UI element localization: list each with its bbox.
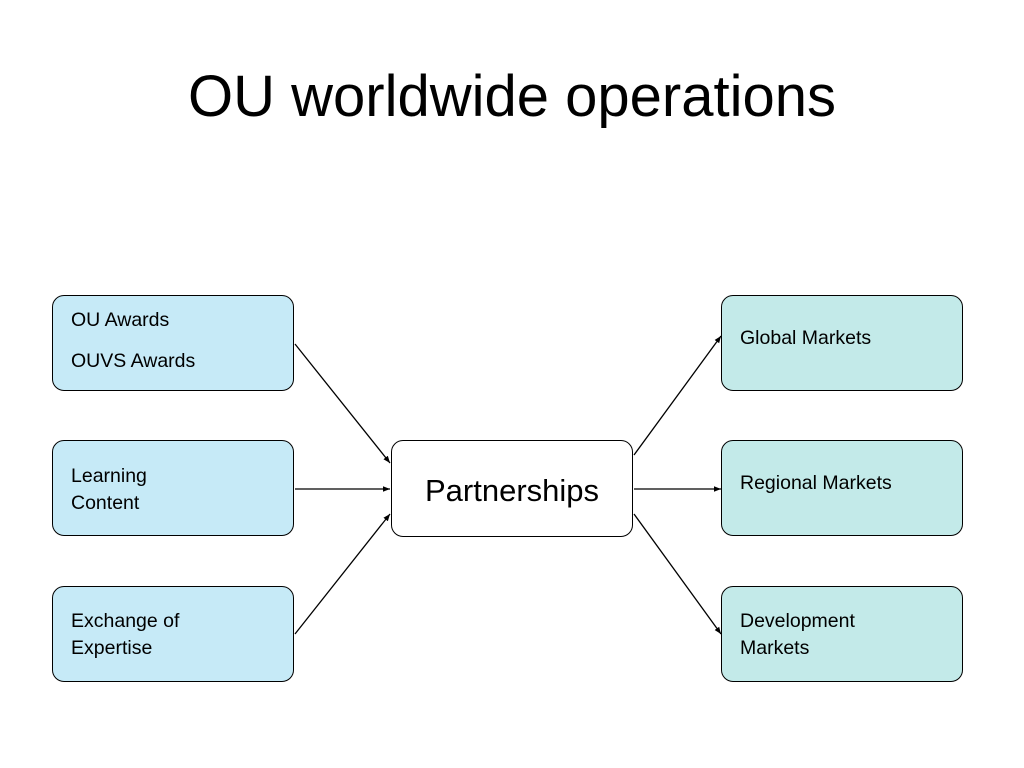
arrow-partnerships-to-development-markets (633, 513, 722, 635)
ou-awards-box: OU Awards OUVS Awards (52, 295, 294, 391)
box-text-line: Global Markets (740, 327, 872, 349)
exchange-of-expertise-box: Exchange of Expertise (52, 586, 294, 682)
arrow-expertise-to-partnerships (294, 513, 391, 635)
regional-markets-box: Regional Markets (721, 440, 963, 536)
box-text-line: Expertise (71, 637, 153, 659)
box-text-line: Learning (71, 465, 147, 487)
box-text-line: Content (71, 492, 140, 514)
box-text-line: Regional Markets (740, 472, 892, 494)
box-text-line: Markets (740, 637, 810, 659)
box-text-line: OU Awards (71, 309, 170, 331)
partnerships-label: Partnerships (424, 473, 600, 508)
development-markets-box: Development Markets (721, 586, 963, 682)
global-markets-box: Global Markets (721, 295, 963, 391)
arrow-partnerships-to-global-markets (633, 335, 722, 456)
learning-content-box: Learning Content (52, 440, 294, 536)
partnerships-box: Partnerships (391, 440, 633, 537)
box-text-line: Development (740, 610, 855, 632)
box-text-line: Exchange of (71, 610, 180, 632)
slide-title: OU worldwide operations (188, 64, 836, 129)
box-text-line: OUVS Awards (71, 350, 196, 372)
arrow-ou-awards-to-partnerships (294, 343, 391, 464)
